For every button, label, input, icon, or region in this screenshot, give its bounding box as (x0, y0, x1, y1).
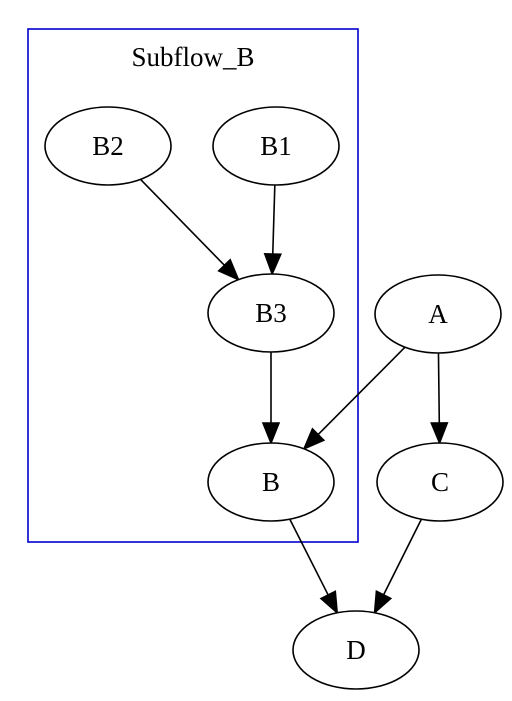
node-d: D (292, 610, 420, 690)
arrowhead (217, 258, 240, 282)
edge-a-to-b (302, 346, 406, 451)
arrowhead (430, 422, 449, 446)
node-b2: B2 (44, 106, 172, 186)
edge-b2-to-b3 (140, 178, 240, 282)
node-a: A (374, 274, 502, 354)
node-ellipse (207, 442, 335, 522)
edge-b-to-d (289, 518, 339, 615)
edge-b1-to-b3 (263, 184, 282, 277)
arrowhead (302, 427, 326, 451)
node-label: D (346, 635, 366, 665)
node-ellipse (292, 610, 420, 690)
node-ellipse (207, 273, 335, 353)
node-b1: B1 (212, 106, 340, 186)
node-ellipse (374, 274, 502, 354)
node-label: B2 (92, 131, 124, 161)
node-label: B3 (255, 298, 287, 328)
node-label: B (262, 467, 280, 497)
edge-b3-to-b (261, 352, 281, 446)
node-ellipse (212, 106, 340, 186)
node-b: B (207, 442, 335, 522)
node-c: C (376, 442, 504, 522)
node-label: A (428, 299, 448, 329)
edge-a-to-c (430, 352, 449, 446)
node-label: B1 (260, 131, 292, 161)
cluster-label: Subflow_B (131, 42, 254, 72)
arrowhead (373, 590, 393, 615)
arrowhead (261, 422, 281, 446)
arrowhead (263, 252, 282, 277)
node-ellipse (44, 106, 172, 186)
arrowhead (319, 590, 339, 615)
node-ellipse (376, 442, 504, 522)
cluster-subflow-b (27, 28, 359, 543)
node-b3: B3 (207, 273, 335, 353)
node-label: C (431, 467, 449, 497)
edge-c-to-d (373, 518, 423, 615)
